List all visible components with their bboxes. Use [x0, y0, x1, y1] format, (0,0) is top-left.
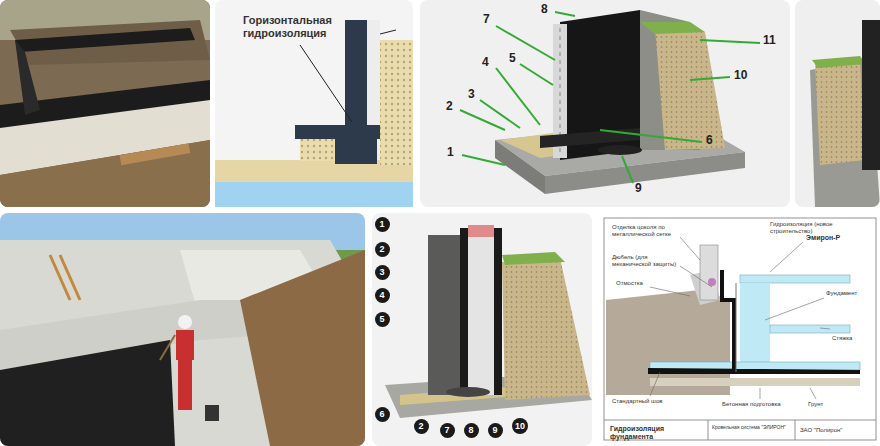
callout-circle: 10: [512, 418, 528, 434]
callout-number: 6: [706, 134, 713, 148]
part-label: Дюбель (для механической защиты): [612, 254, 680, 268]
callout-number: 10: [734, 69, 747, 83]
callout-number: 1: [379, 219, 384, 229]
callout-number: 2: [418, 421, 423, 431]
callout-circle: 3: [375, 265, 390, 280]
callout-circle: 2: [414, 419, 429, 434]
part-label: Стяжка: [832, 335, 852, 342]
callout-number: 3: [379, 267, 384, 277]
part-label: Бетонная подготовка: [722, 401, 781, 408]
part-label: Горизонтальная гидроизоляция: [243, 14, 363, 39]
title-block-text: ЗАО "Полирон": [800, 427, 872, 434]
title-block-text: Гидроизоляция (новое строительство): [770, 221, 870, 235]
callout-number: 8: [468, 425, 473, 435]
callout-number: 10: [515, 421, 525, 431]
title-block-text: Гидроизоляция фундамента: [610, 425, 706, 441]
callout-number: 5: [379, 314, 384, 324]
callout-number: 4: [379, 290, 384, 300]
callout-number: 1: [447, 146, 454, 160]
callout-circle: 5: [375, 312, 390, 327]
part-label: Отмостка: [616, 280, 643, 287]
callout-number: 6: [379, 409, 384, 419]
part-label: Фундамент: [826, 290, 857, 297]
callout-circle: 7: [440, 423, 455, 438]
callout-circle: 1: [375, 217, 390, 232]
title-block-text: Кровельная система "ЭЛИРОН": [712, 425, 792, 431]
callout-number: 8: [541, 3, 548, 17]
callout-circle: 8: [464, 423, 479, 438]
callout-number: 2: [379, 244, 384, 254]
callout-number: 5: [509, 52, 516, 66]
callout-number: 4: [482, 56, 489, 70]
callout-number: 11: [763, 34, 776, 48]
callout-circle: 9: [488, 423, 503, 438]
callout-number: 9: [492, 425, 497, 435]
callout-circle: 2: [375, 242, 390, 257]
callout-number: 7: [483, 13, 490, 27]
callout-circle: 4: [375, 288, 390, 303]
part-label: Грунт: [808, 401, 823, 408]
part-label: Стандартный шов: [612, 398, 662, 405]
part-label: Отделка цоколя по металлической сетке: [612, 224, 682, 238]
callout-circle: 6: [375, 407, 390, 422]
callout-number: 3: [468, 88, 475, 102]
part-label: Эмирон-Р: [806, 234, 840, 242]
callout-number: 2: [446, 100, 453, 114]
callout-number: 9: [635, 182, 642, 196]
callout-number: 7: [444, 425, 449, 435]
